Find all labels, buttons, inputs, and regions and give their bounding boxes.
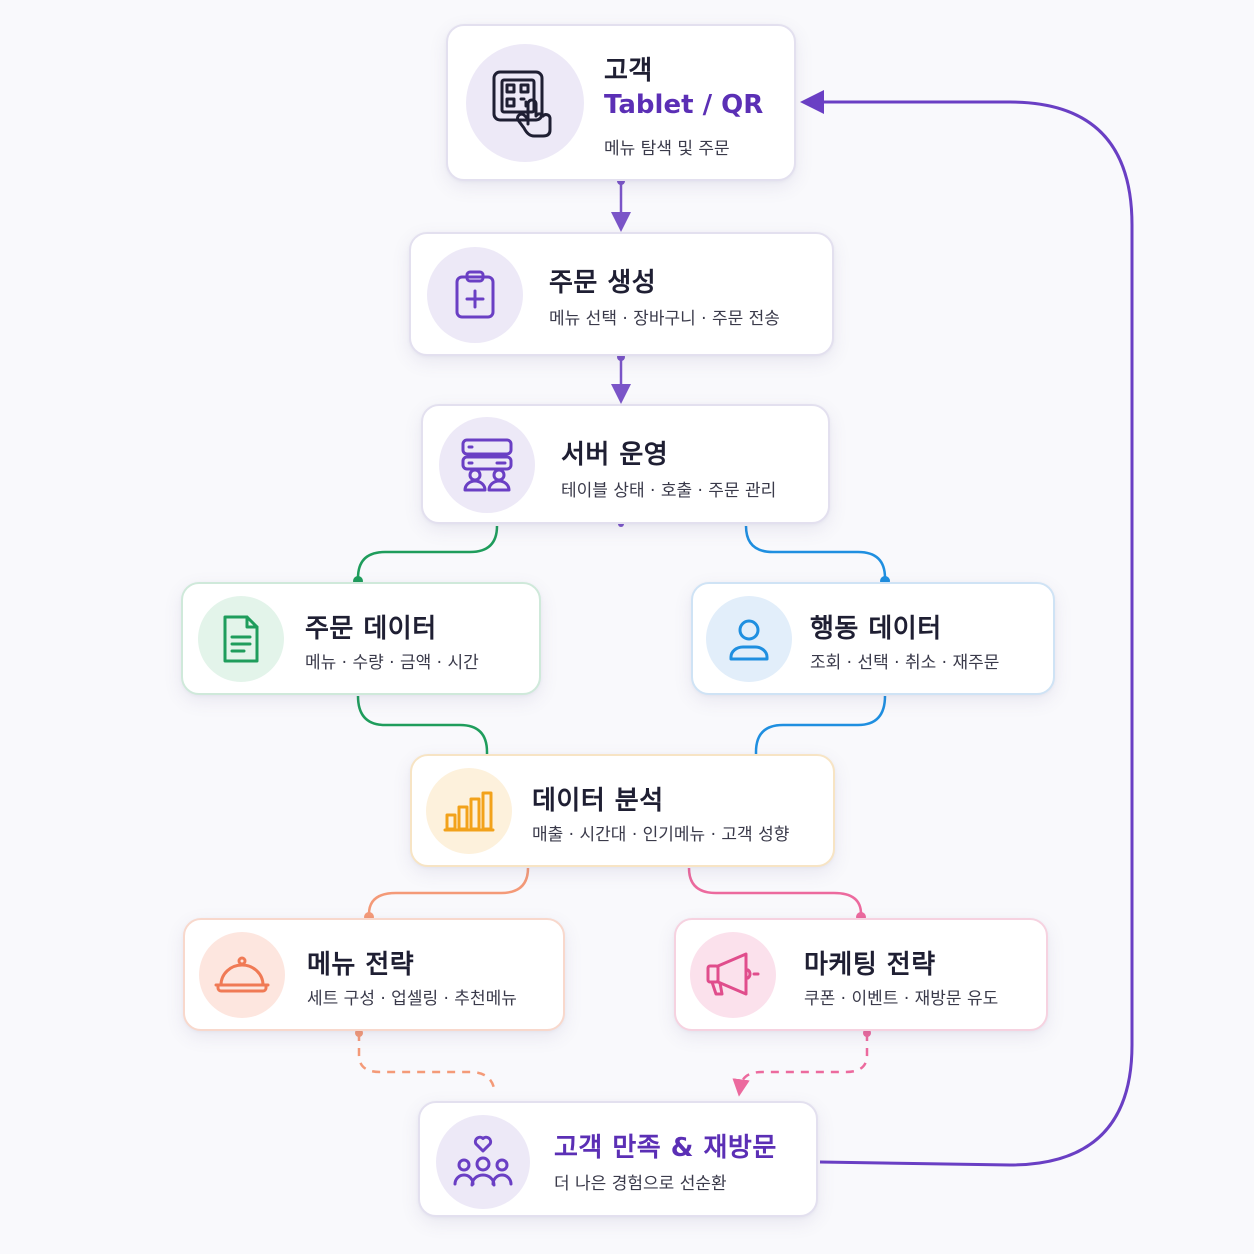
node-customer: 고객 Tablet / QR 메뉴 탐색 및 주문 bbox=[446, 24, 796, 181]
node-marketing-strategy: 마케팅 전략 쿠폰 · 이벤트 · 재방문 유도 bbox=[674, 918, 1048, 1031]
clipboard-plus-icon bbox=[427, 247, 523, 343]
satisfaction-title: 고객 만족 & 재방문 bbox=[554, 1133, 777, 1163]
order-data-title: 주문 데이터 bbox=[305, 614, 437, 644]
node-analysis: 데이터 분석 매출 · 시간대 · 인기메뉴 · 고객 성향 bbox=[410, 754, 835, 867]
edge-loop-satisfaction-to-customer bbox=[800, 90, 1134, 1167]
order-create-title: 주문 생성 bbox=[549, 268, 657, 298]
customer-subtitle: Tablet / QR bbox=[604, 90, 764, 120]
behavior-data-title: 행동 데이터 bbox=[810, 614, 942, 644]
customer-title: 고객 bbox=[604, 56, 653, 86]
edge-analysis-to-marketing-strategy bbox=[687, 867, 866, 922]
node-satisfaction: 고객 만족 & 재방문 더 나은 경험으로 선순환 bbox=[418, 1101, 818, 1217]
edge-analysis-to-menu-strategy bbox=[364, 867, 530, 922]
edge-server-to-order-data bbox=[353, 525, 499, 586]
cloche-icon bbox=[199, 932, 285, 1018]
marketing-strategy-title: 마케팅 전략 bbox=[804, 950, 936, 980]
menu-strategy-title: 메뉴 전략 bbox=[307, 950, 415, 980]
menu-strategy-desc: 세트 구성 · 업셀링 · 추천메뉴 bbox=[307, 989, 517, 1009]
edge-marketing-to-satisfaction bbox=[732, 1029, 871, 1097]
document-icon bbox=[198, 596, 284, 682]
order-data-desc: 메뉴 · 수량 · 금액 · 시간 bbox=[305, 653, 479, 673]
server-ops-desc: 테이블 상태 · 호출 · 주문 관리 bbox=[561, 481, 777, 501]
qr-tap-icon bbox=[466, 44, 584, 162]
user-icon bbox=[706, 596, 792, 682]
node-server-ops: 서버 운영 테이블 상태 · 호출 · 주문 관리 bbox=[421, 404, 830, 524]
customer-desc: 메뉴 탐색 및 주문 bbox=[604, 139, 730, 159]
bar-chart-icon bbox=[426, 768, 512, 854]
node-behavior-data: 행동 데이터 조회 · 선택 · 취소 · 재주문 bbox=[691, 582, 1055, 695]
behavior-data-desc: 조회 · 선택 · 취소 · 재주문 bbox=[810, 653, 1000, 673]
edge-server-to-behavior-data bbox=[744, 525, 890, 586]
analysis-desc: 매출 · 시간대 · 인기메뉴 · 고객 성향 bbox=[532, 825, 790, 845]
satisfaction-desc: 더 나은 경험으로 선순환 bbox=[554, 1174, 727, 1194]
node-menu-strategy: 메뉴 전략 세트 구성 · 업셀링 · 추천메뉴 bbox=[183, 918, 565, 1031]
analysis-title: 데이터 분석 bbox=[532, 786, 664, 816]
marketing-strategy-desc: 쿠폰 · 이벤트 · 재방문 유도 bbox=[804, 989, 999, 1009]
edge-order-data-to-analysis bbox=[356, 695, 489, 755]
order-create-desc: 메뉴 선택 · 장바구니 · 주문 전송 bbox=[549, 309, 780, 329]
server-ops-title: 서버 운영 bbox=[561, 440, 669, 470]
node-order-data: 주문 데이터 메뉴 · 수량 · 금액 · 시간 bbox=[181, 582, 541, 695]
people-heart-icon bbox=[436, 1115, 530, 1209]
edge-menu-to-satisfaction bbox=[355, 1029, 496, 1089]
edge-behavior-data-to-analysis bbox=[754, 695, 887, 755]
megaphone-icon bbox=[690, 932, 776, 1018]
node-order-create: 주문 생성 메뉴 선택 · 장바구니 · 주문 전송 bbox=[409, 232, 834, 356]
server-staff-icon bbox=[439, 417, 535, 513]
edge-customer-to-order bbox=[611, 177, 631, 232]
